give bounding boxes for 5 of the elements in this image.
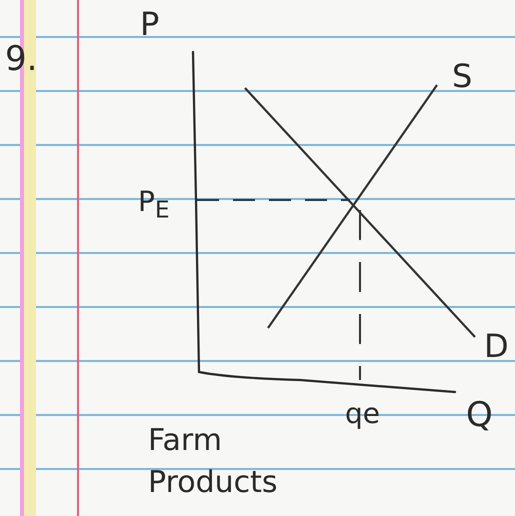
curve-label: D <box>484 330 509 362</box>
curve-label: S <box>452 60 472 92</box>
question-number: 9. <box>5 42 38 76</box>
axis-label: P <box>140 8 160 40</box>
caption: Farm Products <box>148 422 279 502</box>
